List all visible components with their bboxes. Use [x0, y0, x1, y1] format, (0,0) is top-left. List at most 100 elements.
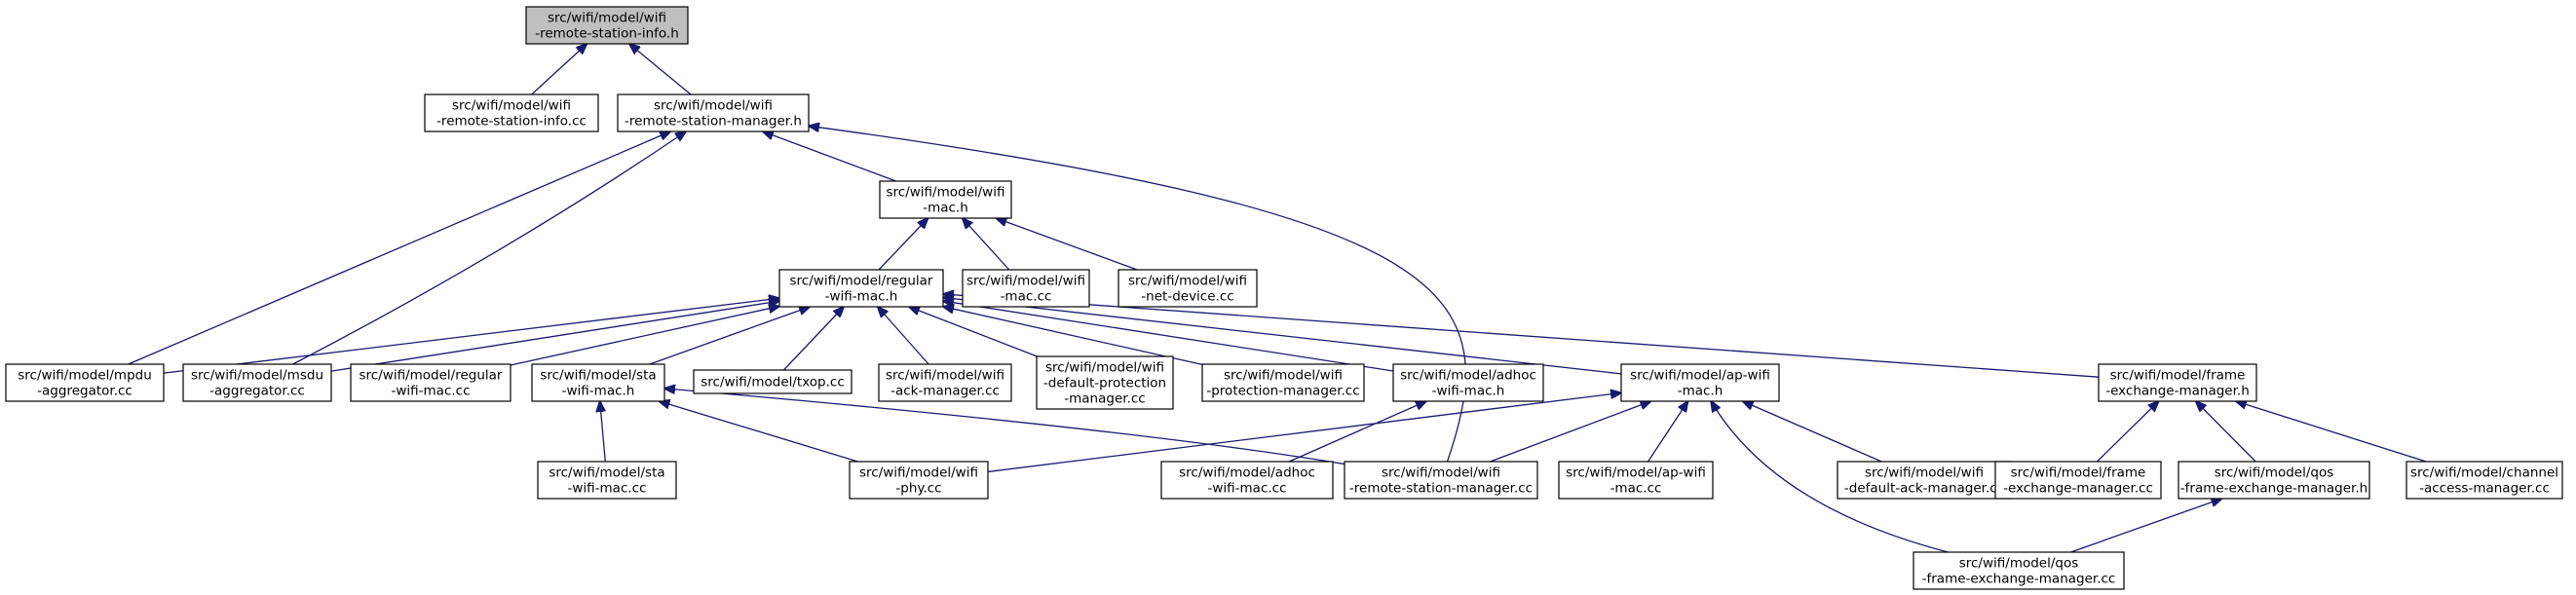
edge-n14-n4	[943, 307, 1203, 366]
node-box	[617, 93, 810, 132]
node-src-wifi-model-wifi-ack-manager-cc[interactable]: src/wifi/model/wifi-ack-manager.cc	[878, 363, 1012, 402]
node-src-wifi-model-wifi-remote-station-manager-cc[interactable]: src/wifi/model/wifi-remote-station-manag…	[1344, 461, 1538, 500]
node-src-wifi-model-regular-wifi-mac-cc[interactable]: src/wifi/model/regular-wifi-mac.cc	[350, 363, 511, 402]
edge-n21-n16	[1490, 401, 1651, 463]
edge-n7-n2	[128, 131, 670, 365]
node-label-line: -wifi-mac.cc	[1207, 481, 1286, 497]
node-box	[1837, 461, 2012, 500]
node-src-wifi-model-msdu-aggregator-cc[interactable]: src/wifi/model/msdu-aggregator.cc	[182, 363, 332, 402]
edge-n24-n16	[1711, 401, 1949, 553]
edge-n8-n4	[330, 301, 779, 372]
node-label-line: src/wifi/model/wifi	[1045, 360, 1164, 376]
node-box	[1392, 363, 1544, 402]
edge-n26-n17	[2196, 401, 2256, 463]
node-label-line: src/wifi/model/sta	[549, 465, 664, 481]
node-src-wifi-model-wifi-protection-manager-cc[interactable]: src/wifi/model/wifi-protection-manager.c…	[1201, 363, 1365, 402]
node-box	[962, 269, 1090, 308]
edge-n17-n4	[943, 294, 2100, 378]
node-label-line: src/wifi/model/mpdu	[18, 368, 152, 384]
node-box	[693, 369, 852, 394]
node-src-wifi-model-txop-cc[interactable]: src/wifi/model/txop.cc	[693, 369, 852, 394]
node-src-wifi-model-wifi-mac-cc[interactable]: src/wifi/model/wifi-mac.cc	[962, 269, 1090, 308]
node-label-line: -access-manager.cc	[2419, 481, 2550, 497]
node-label-line: -phy.cc	[895, 481, 941, 497]
edge-n23-n16	[1743, 401, 1882, 463]
node-label-line: -manager.cc	[1064, 391, 1145, 407]
node-src-wifi-model-sta-wifi-mac-h[interactable]: src/wifi/model/sta-wifi-mac.h	[531, 363, 665, 402]
node-src-wifi-model-wifi-mac-h[interactable]: src/wifi/model/wifi-mac.h	[879, 180, 1012, 219]
node-label-line: -aggregator.cc	[209, 384, 305, 399]
edge-n16-n4	[943, 297, 1622, 375]
node-label-line: src/wifi/model/ap-wifi	[1566, 465, 1706, 481]
node-src-wifi-model-wifi-default-ack-manager-cc[interactable]: src/wifi/model/wifi-default-ack-manager.…	[1837, 461, 2012, 500]
node-box	[778, 269, 944, 308]
node-label-line: -net-device.cc	[1141, 289, 1233, 305]
node-src-wifi-model-regular-wifi-mac-h[interactable]: src/wifi/model/regular-wifi-mac.h	[778, 269, 944, 308]
node-label-line: -wifi-mac.h	[562, 384, 635, 399]
node-label-line: src/wifi/model/channel	[2410, 465, 2558, 481]
node-box	[1994, 461, 2162, 500]
node-src-wifi-model-wifi-remote-station-info-h[interactable]: src/wifi/model/wifi-remote-station-info.…	[525, 6, 689, 45]
node-box	[1201, 363, 1365, 402]
node-src-wifi-model-mpdu-aggregator-cc[interactable]: src/wifi/model/mpdu-aggregator.cc	[5, 363, 165, 402]
edge-n9-n4	[510, 306, 779, 366]
node-label-line: -wifi-mac.cc	[567, 481, 646, 497]
node-src-wifi-model-frame-exchange-manager-h[interactable]: src/wifi/model/frame-exchange-manager.h	[2098, 363, 2257, 402]
edge-n22-n16	[1647, 401, 1688, 463]
edge-n3-n2	[763, 131, 896, 182]
edge-n12-n4	[878, 307, 929, 365]
edge-n10-n4	[649, 307, 810, 365]
node-src-wifi-model-adhoc-wifi-mac-cc[interactable]: src/wifi/model/adhoc-wifi-mac.cc	[1160, 461, 1334, 500]
edge-n6-n3	[996, 218, 1138, 271]
edge-n19-n16	[987, 392, 1621, 473]
node-label-line: -wifi-mac.h	[1432, 384, 1505, 399]
node-label-line: src/wifi/model/regular	[790, 274, 933, 289]
edge-n7-n4	[163, 298, 779, 374]
node-label-line: -mac.h	[923, 201, 968, 216]
node-label-line: -wifi-mac.h	[825, 289, 898, 305]
node-box	[424, 93, 599, 132]
node-box	[5, 363, 165, 402]
node-src-wifi-model-qos-frame-exchange-manager-cc[interactable]: src/wifi/model/qos-frame-exchange-manage…	[1913, 551, 2125, 590]
node-label-line: src/wifi/model/ap-wifi	[1630, 368, 1770, 384]
node-src-wifi-model-qos-frame-exchange-manager-h[interactable]: src/wifi/model/qos-frame-exchange-manage…	[2178, 461, 2370, 500]
edge-n21-n10	[664, 389, 1345, 465]
edge-n24-n26	[2070, 499, 2222, 553]
node-src-wifi-model-frame-exchange-manager-cc[interactable]: src/wifi/model/frame-exchange-manager.cc	[1994, 461, 2162, 500]
node-label-line: src/wifi/model/wifi	[452, 98, 571, 114]
node-box	[2406, 461, 2563, 500]
node-label-line: src/wifi/model/wifi	[966, 274, 1085, 289]
edge-n5-n3	[963, 218, 1010, 271]
node-src-wifi-model-wifi-phy-cc[interactable]: src/wifi/model/wifi-phy.cc	[849, 461, 989, 500]
node-label-line: -mac.h	[1678, 384, 1724, 399]
node-label-line: -mac.cc	[1001, 289, 1052, 305]
node-label-line: -remote-station-info.cc	[436, 114, 587, 130]
node-box	[350, 363, 511, 402]
node-src-wifi-model-sta-wifi-mac-cc[interactable]: src/wifi/model/sta-wifi-mac.cc	[537, 461, 677, 500]
node-src-wifi-model-wifi-remote-station-info-cc[interactable]: src/wifi/model/wifi-remote-station-info.…	[424, 93, 599, 132]
edge-n4-n3	[878, 218, 928, 271]
edge-n11-n4	[782, 307, 844, 371]
node-label-line: src/wifi/model/wifi	[859, 465, 978, 481]
node-box	[878, 363, 1012, 402]
edge-n13-n4	[909, 307, 1038, 357]
node-src-wifi-model-ap-wifi-mac-cc[interactable]: src/wifi/model/ap-wifi-mac.cc	[1558, 461, 1714, 500]
node-src-wifi-model-adhoc-wifi-mac-h[interactable]: src/wifi/model/adhoc-wifi-mac.h	[1392, 363, 1544, 402]
node-box	[2098, 363, 2257, 402]
node-src-wifi-model-wifi-default-protection-manager-cc[interactable]: src/wifi/model/wifi-default-protection-m…	[1036, 355, 1174, 410]
node-src-wifi-model-wifi-net-device-cc[interactable]: src/wifi/model/wifi-net-device.cc	[1118, 269, 1258, 308]
node-label-line: -remote-station-manager.h	[625, 114, 802, 130]
node-box	[1036, 355, 1174, 410]
node-src-wifi-model-channel-access-manager-cc[interactable]: src/wifi/model/channel-access-manager.cc	[2406, 461, 2563, 500]
edge-n18-n10	[600, 401, 606, 463]
node-box	[1344, 461, 1538, 500]
node-label-line: -frame-exchange-manager.h	[2180, 481, 2368, 497]
node-src-wifi-model-ap-wifi-mac-h[interactable]: src/wifi/model/ap-wifi-mac.h	[1620, 363, 1780, 402]
node-label-line: src/wifi/model/frame	[2011, 465, 2146, 481]
node-label-line: src/wifi/model/wifi	[1865, 465, 1984, 481]
node-src-wifi-model-wifi-remote-station-manager-h[interactable]: src/wifi/model/wifi-remote-station-manag…	[617, 93, 810, 132]
node-box	[879, 180, 1012, 219]
edge-n15-n4	[943, 301, 1394, 372]
node-box	[2178, 461, 2370, 500]
node-box	[1118, 269, 1258, 308]
